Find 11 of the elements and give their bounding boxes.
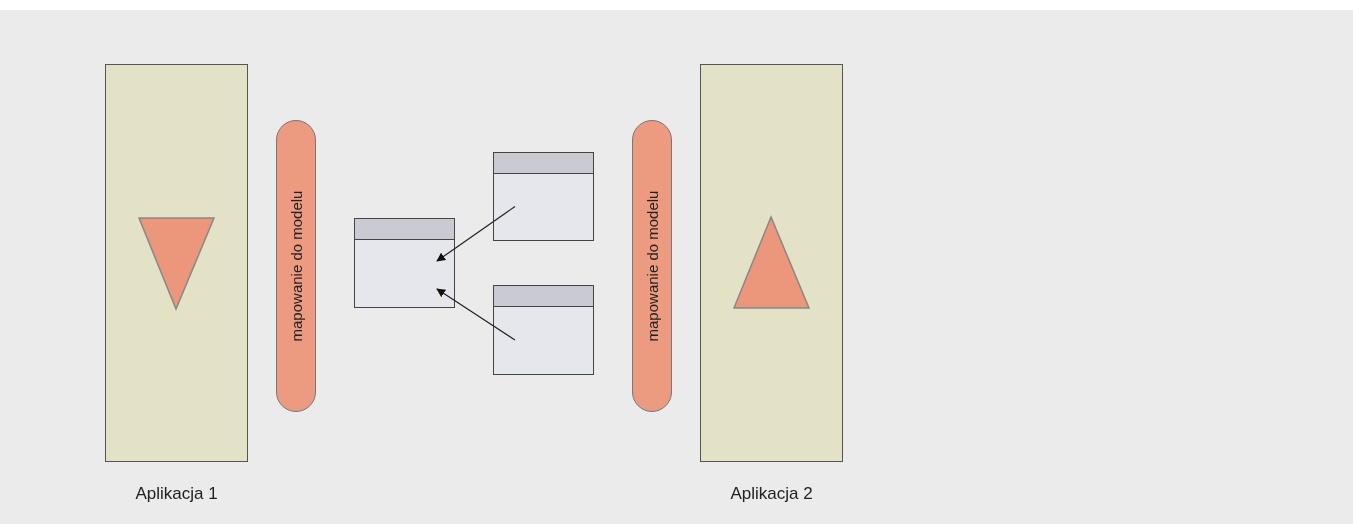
application-label: Aplikacja 1 — [134, 484, 219, 504]
window-box — [354, 218, 455, 308]
mapping-pill — [632, 120, 672, 412]
mapping-label: mapowanie do modelu — [287, 190, 305, 342]
mapping-pill — [276, 120, 316, 412]
arrow — [436, 205, 516, 262]
mapping-label: mapowanie do modelu — [643, 190, 661, 342]
arrow — [436, 288, 516, 341]
window-box — [493, 152, 594, 241]
window-box — [493, 285, 594, 375]
application-label: Aplikacja 2 — [729, 484, 814, 504]
